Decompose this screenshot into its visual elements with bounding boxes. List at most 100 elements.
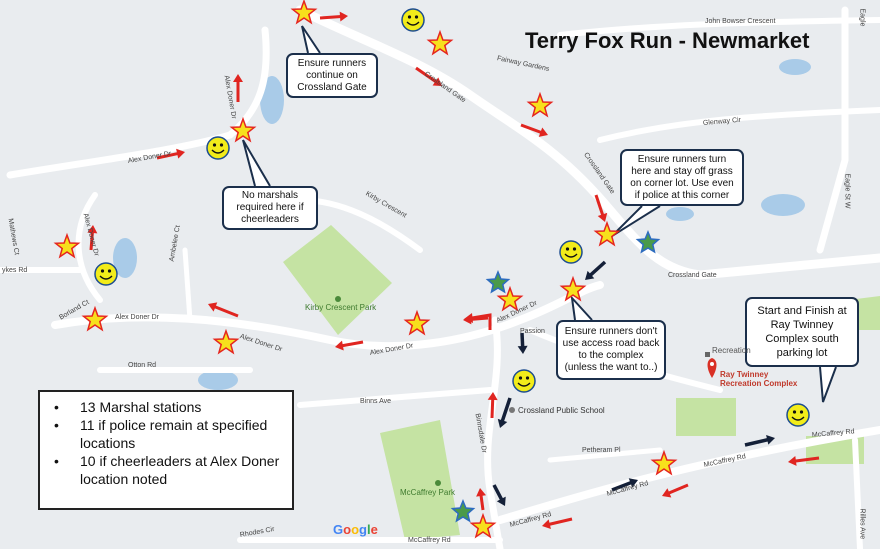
legend-item-text: 13 Marshal stations [80, 399, 202, 415]
red-arrow-group [87, 11, 820, 530]
pond-central [666, 207, 694, 221]
red-arrow-icon [415, 66, 442, 86]
black-arrow-icon [497, 397, 512, 428]
map-title: Terry Fox Run - Newmarket [525, 28, 810, 53]
road-label: Otton Rd [128, 362, 157, 369]
marshal-star-icon [290, 0, 318, 25]
google-letter: e [370, 522, 378, 537]
callout-start-finish: Start and Finish at Ray Twinney Complex … [745, 297, 859, 367]
callout-continue-crossland: Ensure runners continue on Crossland Gat… [286, 53, 378, 98]
road-label: Rilles Ave [858, 508, 866, 540]
road-label: John Bowser Crescent [705, 18, 776, 25]
road-label: Eagle [858, 8, 866, 27]
mccaffrey-park-area [380, 420, 460, 540]
red-arrow-icon [788, 456, 820, 466]
marshal-star-icon [650, 449, 678, 476]
pond-north [260, 76, 284, 124]
recreation-poi-icon [705, 352, 710, 357]
red-arrow-icon [662, 483, 689, 498]
cheerleader-smileys [94, 8, 810, 427]
road-label: McCaffrey Rd [408, 537, 451, 544]
red-arrow-icon [594, 194, 608, 222]
police-star-icon [635, 230, 661, 254]
legend-bullet: • [54, 453, 59, 469]
legend-item: • 10 if cheerleaders at Alex Doner locati… [54, 452, 284, 488]
red-arrow-icon [542, 517, 573, 530]
red-arrow-icon [464, 313, 492, 330]
smiley-icon [401, 8, 425, 32]
marshal-star-icon [496, 285, 524, 312]
legend-box: • 13 Marshal stations • 11 if police remai… [38, 390, 294, 510]
callout-access-road: Ensure runners don't use access road bac… [556, 320, 666, 380]
pond-ne [779, 59, 811, 75]
road-label: Binns Ave [360, 398, 392, 405]
black-arrow-group [492, 260, 775, 506]
red-arrow-icon [335, 340, 364, 351]
marshal-star-icon [81, 305, 109, 332]
red-arrow-icon [156, 148, 185, 160]
google-letter: l [366, 522, 371, 537]
red-arrow-icon [476, 488, 487, 511]
place-label-mccaffrey-park: McCaffrey Park [400, 488, 455, 497]
red-arrow-icon [487, 392, 498, 419]
smiley-icon [559, 240, 583, 264]
google-logo: Google [333, 522, 378, 537]
kirby-park-area [283, 225, 392, 335]
place-label-ray-twinney: Ray Twinney Recreation Complex [720, 370, 798, 388]
mccaffrey-poi-icon [435, 480, 441, 486]
road-label: Passion [520, 328, 545, 335]
location-pin-icon [707, 358, 717, 378]
pond-south [198, 370, 238, 390]
callout-no-marshals: No marshals required here if cheerleader… [222, 186, 318, 230]
police-star-icon [485, 270, 511, 294]
google-letter: o [351, 522, 360, 537]
marshal-star-icon [559, 275, 587, 302]
red-arrow-icon [319, 11, 348, 22]
smiley-icon [94, 262, 118, 286]
smiley-icon [206, 136, 230, 160]
police-star-icon [450, 499, 476, 523]
red-arrow-icon [233, 74, 243, 102]
red-arrow-icon [208, 302, 239, 318]
road-label: Petheram Pl [582, 447, 621, 454]
marshal-star-icon [526, 91, 554, 118]
place-label-school: Crossland Public School [518, 406, 605, 415]
pond-west [113, 238, 137, 278]
marshal-star-icon [593, 220, 621, 247]
legend-bullet: • [54, 399, 59, 415]
google-letter: g [359, 522, 367, 537]
marshal-stars [53, 0, 678, 539]
black-arrow-icon [744, 434, 775, 447]
road-label: Crossland Gate [668, 272, 717, 279]
road-label: ykes Rd [2, 267, 28, 274]
red-arrow-icon [87, 225, 98, 251]
marshal-star-icon [403, 309, 431, 336]
pond-east [761, 194, 805, 216]
marshal-star-icon [212, 328, 240, 355]
black-arrow-icon [492, 484, 506, 506]
park-poi-icon [335, 296, 341, 302]
black-arrow-icon [585, 260, 607, 280]
callout-tails [242, 25, 837, 403]
place-label-recreation: Recreation [712, 346, 751, 355]
school-poi-icon [509, 407, 515, 413]
place-label-kirby-park: Kirby Crescent Park [305, 303, 377, 312]
marshal-star-icon [229, 116, 257, 143]
legend-bullet: • [54, 417, 59, 433]
legend-item-text: 10 if cheerleaders at Alex Doner locatio… [80, 453, 280, 487]
marshal-star-icon [426, 29, 454, 56]
google-letter: o [343, 522, 352, 537]
legend-item: • 11 if police remain at specified locati… [54, 416, 284, 452]
road-label: Alex Doner Dr [115, 314, 159, 321]
google-letter: G [333, 522, 344, 537]
callout-turn-here: Ensure runners turn here and stay off gr… [620, 149, 744, 206]
legend-item-text: 11 if police remain at specified locatio… [80, 417, 268, 451]
sports-field [676, 398, 736, 436]
red-arrow-icon [520, 123, 548, 137]
black-arrow-icon [611, 478, 638, 492]
smiley-icon [786, 403, 810, 427]
legend-item: • 13 Marshal stations [54, 398, 284, 416]
smiley-icon [512, 369, 536, 393]
